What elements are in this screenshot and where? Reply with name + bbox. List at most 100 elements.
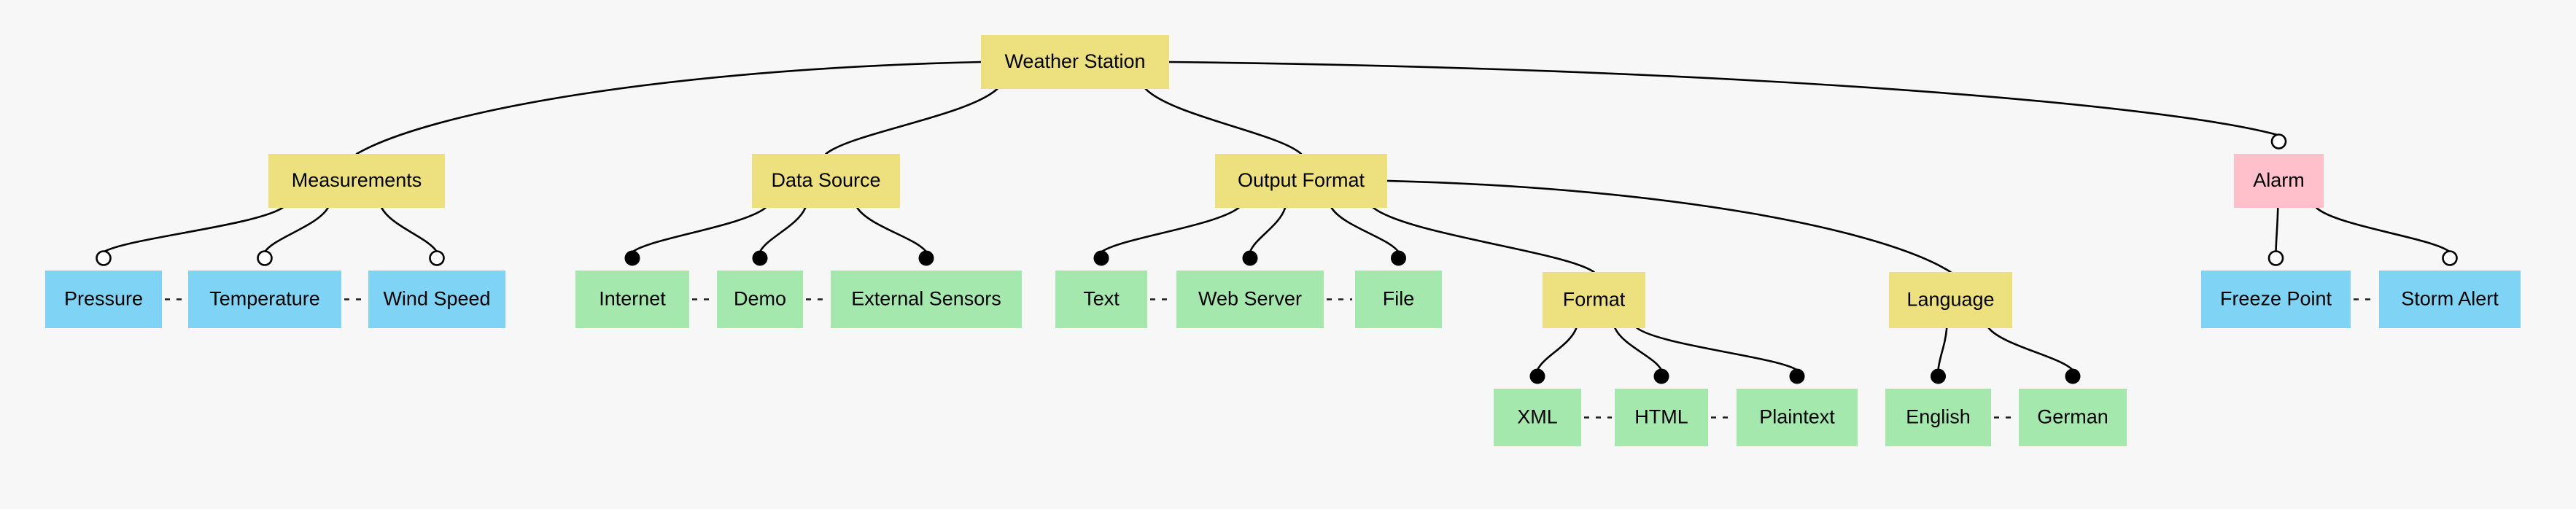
tree-edge-weather_station-to-data_source <box>825 88 998 155</box>
feature-node-output_format[interactable]: Output Format <box>1215 154 1387 208</box>
feature-node-box-xml[interactable] <box>1494 389 1581 446</box>
tree-edge-output_format-to-text <box>1100 206 1240 253</box>
feature-node-box-external_sensors[interactable] <box>831 271 1022 328</box>
mandatory-marker-icon-file <box>1391 250 1406 266</box>
feature-node-box-demo[interactable] <box>717 271 803 328</box>
feature-node-label-storm_alert: Storm Alert <box>2401 288 2499 310</box>
sibling-link-layer <box>165 298 2376 419</box>
feature-node-box-measurements[interactable] <box>268 154 445 208</box>
feature-node-text[interactable]: Text <box>1055 271 1147 328</box>
tree-edge-weather_station-to-alarm <box>1168 61 2280 136</box>
mandatory-marker-icon-english <box>1931 368 1946 384</box>
feature-node-box-german[interactable] <box>2019 389 2127 446</box>
feature-node-box-web_server[interactable] <box>1176 271 1324 328</box>
mandatory-marker-icon-german <box>2065 368 2081 384</box>
feature-node-box-format[interactable] <box>1543 272 1645 328</box>
feature-node-box-language[interactable] <box>1889 272 2012 328</box>
tree-edge-data_source-to-external_sensors <box>856 206 928 253</box>
feature-node-box-alarm[interactable] <box>2234 154 2324 208</box>
feature-node-box-text[interactable] <box>1055 271 1147 328</box>
feature-node-box-output_format[interactable] <box>1215 154 1387 208</box>
feature-node-weather_station[interactable]: Weather Station <box>981 35 1169 89</box>
feature-node-label-english: English <box>1906 406 1971 428</box>
feature-node-html[interactable]: HTML <box>1615 389 1708 446</box>
mandatory-marker-icon-text <box>1093 250 1109 266</box>
tree-edge-weather_station-to-output_format <box>1144 88 1303 155</box>
optional-marker-icon-pressure <box>96 250 112 266</box>
feature-node-box-data_source[interactable] <box>752 154 900 208</box>
feature-node-xml[interactable]: XML <box>1494 389 1581 446</box>
feature-node-box-file[interactable] <box>1355 271 1442 328</box>
mandatory-marker-icon-xml <box>1529 368 1545 384</box>
optional-marker-icon-temperature <box>257 250 273 266</box>
feature-node-storm_alert[interactable]: Storm Alert <box>2379 271 2521 328</box>
tree-edge-output_format-to-web_server <box>1249 206 1287 253</box>
feature-node-box-wind_speed[interactable] <box>368 271 505 328</box>
feature-node-box-temperature[interactable] <box>188 271 341 328</box>
feature-node-demo[interactable]: Demo <box>717 271 803 328</box>
feature-node-label-demo: Demo <box>734 288 786 310</box>
feature-node-label-external_sensors: External Sensors <box>851 288 1001 310</box>
mandatory-marker-icon-internet <box>624 250 640 266</box>
tree-edge-data_source-to-internet <box>631 206 767 253</box>
feature-node-label-pressure: Pressure <box>64 288 143 310</box>
tree-edge-output_format-to-file <box>1330 206 1400 253</box>
mandatory-marker-icon-html <box>1653 368 1669 384</box>
tree-edge-format-to-html <box>1614 327 1663 371</box>
feature-node-label-measurements: Measurements <box>292 169 422 191</box>
feature-node-box-freeze_point[interactable] <box>2201 271 2351 328</box>
feature-node-german[interactable]: German <box>2019 389 2127 446</box>
mandatory-marker-icon-demo <box>752 250 768 266</box>
tree-edge-alarm-to-freeze_point <box>2275 206 2279 253</box>
feature-node-label-weather_station: Weather Station <box>1004 50 1145 72</box>
mandatory-marker-icon-external_sensors <box>918 250 934 266</box>
tree-edge-language-to-english <box>1937 327 1948 371</box>
feature-node-temperature[interactable]: Temperature <box>188 271 341 328</box>
feature-node-alarm[interactable]: Alarm <box>2234 154 2324 208</box>
feature-node-label-output_format: Output Format <box>1238 169 1365 191</box>
feature-node-web_server[interactable]: Web Server <box>1176 271 1324 328</box>
feature-node-plaintext[interactable]: Plaintext <box>1737 389 1858 446</box>
marker-layer <box>96 133 2458 384</box>
feature-node-english[interactable]: English <box>1885 389 1991 446</box>
feature-node-box-html[interactable] <box>1615 389 1708 446</box>
tree-edge-measurements-to-temperature <box>263 206 329 253</box>
tree-edge-output_format-to-language <box>1386 179 1952 273</box>
feature-node-box-english[interactable] <box>1885 389 1991 446</box>
mandatory-marker-icon-web_server <box>1242 250 1258 266</box>
feature-node-label-plaintext: Plaintext <box>1759 406 1835 428</box>
optional-marker-icon-wind_speed <box>429 250 445 266</box>
feature-node-language[interactable]: Language <box>1889 272 2012 328</box>
feature-node-measurements[interactable]: Measurements <box>268 154 445 208</box>
feature-node-data_source[interactable]: Data Source <box>752 154 900 208</box>
feature-node-box-pressure[interactable] <box>45 271 162 328</box>
feature-node-label-xml: XML <box>1517 406 1558 428</box>
optional-marker-icon-storm_alert <box>2442 250 2458 266</box>
feature-node-label-html: HTML <box>1634 406 1688 428</box>
tree-edge-format-to-xml <box>1536 327 1578 371</box>
feature-node-label-temperature: Temperature <box>209 288 320 310</box>
feature-node-freeze_point[interactable]: Freeze Point <box>2201 271 2351 328</box>
feature-node-box-internet[interactable] <box>575 271 689 328</box>
feature-node-label-data_source: Data Source <box>771 169 880 191</box>
tree-edge-weather_station-to-measurements <box>355 61 982 155</box>
feature-node-label-file: File <box>1383 288 1415 310</box>
optional-marker-icon-freeze_point <box>2267 250 2284 266</box>
feature-node-label-alarm: Alarm <box>2253 169 2305 191</box>
feature-node-format[interactable]: Format <box>1543 272 1645 328</box>
feature-node-box-plaintext[interactable] <box>1737 389 1858 446</box>
feature-node-wind_speed[interactable]: Wind Speed <box>368 271 505 328</box>
mandatory-marker-icon-plaintext <box>1789 368 1805 384</box>
feature-node-pressure[interactable]: Pressure <box>45 271 162 328</box>
feature-node-internet[interactable]: Internet <box>575 271 689 328</box>
feature-node-external_sensors[interactable]: External Sensors <box>831 271 1022 328</box>
feature-node-box-storm_alert[interactable] <box>2379 271 2521 328</box>
feature-node-file[interactable]: File <box>1355 271 1442 328</box>
feature-node-box-weather_station[interactable] <box>981 35 1169 89</box>
tree-edge-data_source-to-demo <box>759 206 807 253</box>
tree-edge-alarm-to-storm_alert <box>2315 206 2451 253</box>
